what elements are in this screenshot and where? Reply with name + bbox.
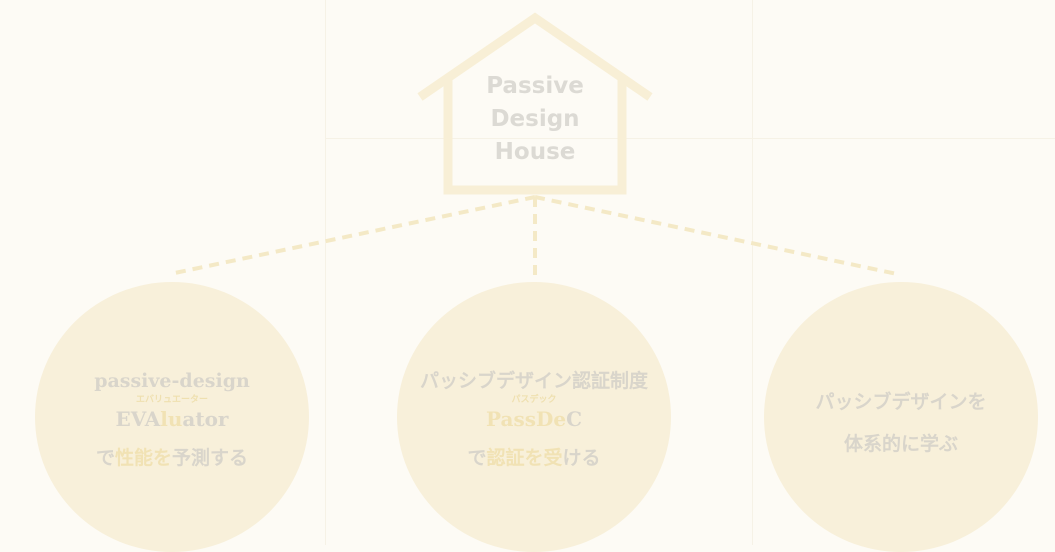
learning-circle[interactable]: パッシブデザインを 体系的に学ぶ: [764, 282, 1038, 552]
passdec-product-highlight: PassDe: [486, 407, 567, 431]
evaluator-caption: で性能を予測する: [35, 445, 309, 471]
connector-left: [169, 195, 536, 276]
passdec-caption-highlight: 認証を受: [486, 447, 563, 469]
passdec-product-name: PassDeC: [397, 406, 671, 432]
passdec-caption-part: ける: [562, 447, 601, 469]
connector-right: [534, 195, 898, 276]
grid-line: [325, 0, 326, 545]
house-title-line: Design: [490, 106, 580, 132]
learning-line: 体系的に学ぶ: [843, 433, 958, 455]
evaluator-circle[interactable]: passive-design エバリュエーター EVAluator で性能を予測…: [35, 282, 309, 552]
evaluator-caption-highlight: 性能を: [114, 447, 172, 469]
passdec-caption: で認証を受ける: [397, 445, 671, 471]
grid-line: [325, 138, 1055, 139]
evaluator-ruby: エバリュエーター: [135, 395, 208, 405]
house-title-line: House: [494, 139, 576, 165]
grid-line: [752, 0, 753, 545]
evaluator-heading: passive-design: [94, 370, 250, 392]
passdec-circle[interactable]: パッシブデザイン認証制度 パスデック PassDeC で認証を受ける: [397, 282, 671, 552]
evaluator-caption-part: で: [95, 447, 115, 469]
passdec-heading: パッシブデザイン認証制度: [419, 370, 648, 392]
house-roof: [417, 12, 653, 101]
learning-line: パッシブデザインを: [815, 391, 987, 413]
house-walls: [443, 77, 627, 195]
evaluator-caption-part: 予測する: [172, 447, 249, 469]
house-title: Passive Design House: [455, 70, 615, 169]
passdec-product-part: C: [566, 407, 582, 431]
evaluator-product-part: ator: [182, 407, 229, 431]
passdec-ruby: パスデック: [511, 395, 557, 405]
evaluator-product-name: EVAluator: [35, 406, 309, 432]
house-title-line: Passive: [486, 73, 584, 99]
passdec-caption-part: で: [467, 447, 487, 469]
evaluator-product-part: EVA: [115, 407, 161, 431]
evaluator-product-highlight: lu: [160, 407, 183, 431]
